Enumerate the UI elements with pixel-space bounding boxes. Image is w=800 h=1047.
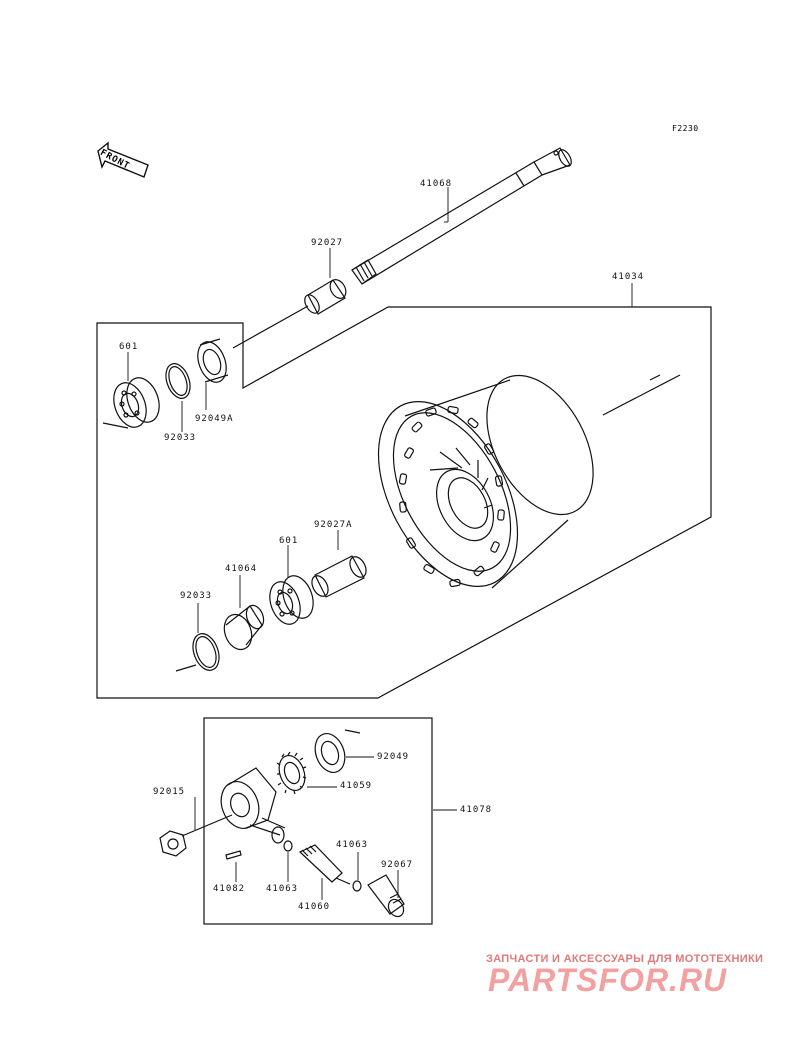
washer-41063-a xyxy=(283,840,293,852)
label-601-upper: 601 xyxy=(119,342,139,352)
bearing-601-lower xyxy=(269,575,314,625)
axle-41068 xyxy=(351,147,572,285)
bushing-92067 xyxy=(367,874,405,918)
washer-41063-b xyxy=(352,880,362,892)
collar-92027 xyxy=(304,279,347,315)
label-41064: 41064 xyxy=(225,564,258,574)
gear-41059 xyxy=(276,751,307,795)
nut-92015 xyxy=(159,814,233,857)
label-41068: 41068 xyxy=(420,179,453,189)
label-92027: 92027 xyxy=(311,238,344,248)
label-92049: 92049 xyxy=(377,752,410,762)
axis-centerline xyxy=(232,305,309,349)
label-41060: 41060 xyxy=(298,902,331,912)
label-41082: 41082 xyxy=(213,884,246,894)
label-92027a: 92027A xyxy=(314,520,353,530)
oil-seal-92049 xyxy=(314,729,361,773)
collar-92027a xyxy=(311,555,367,598)
label-92067: 92067 xyxy=(381,860,414,870)
oil-seal-92049a xyxy=(197,338,229,383)
label-41059: 41059 xyxy=(340,781,373,791)
label-41063-lower: 41063 xyxy=(266,884,299,894)
figure-code: F2230 xyxy=(672,124,699,133)
leader-lines xyxy=(127,187,633,900)
circlip-92033-upper xyxy=(165,363,191,399)
front-arrow-icon xyxy=(97,141,149,178)
wheel-hub-41034 xyxy=(377,374,681,589)
label-41078: 41078 xyxy=(460,805,493,815)
circlip-92033-lower xyxy=(175,633,220,672)
watermark-logo: PARTSFOR.RU xyxy=(488,962,728,998)
label-92049a: 92049A xyxy=(195,414,234,424)
retainer-41064 xyxy=(223,604,265,651)
speedo-housing xyxy=(220,767,286,844)
label-92015: 92015 xyxy=(153,787,186,797)
pin-41082 xyxy=(225,850,242,860)
label-92033-lower: 92033 xyxy=(180,591,213,601)
bearing-601-upper xyxy=(102,377,160,429)
group-box-upper xyxy=(96,306,712,699)
label-601-lower: 601 xyxy=(279,536,299,546)
group-box-lower xyxy=(203,717,433,925)
watermark-tagline: ЗАПЧАСТИ И АКСЕССУАРЫ ДЛЯ МОТОТЕХНИКИ xyxy=(486,953,764,965)
label-41034: 41034 xyxy=(612,272,645,282)
label-92033-upper: 92033 xyxy=(164,433,197,443)
pinion-41060 xyxy=(298,844,351,885)
label-41063-upper: 41063 xyxy=(336,840,369,850)
